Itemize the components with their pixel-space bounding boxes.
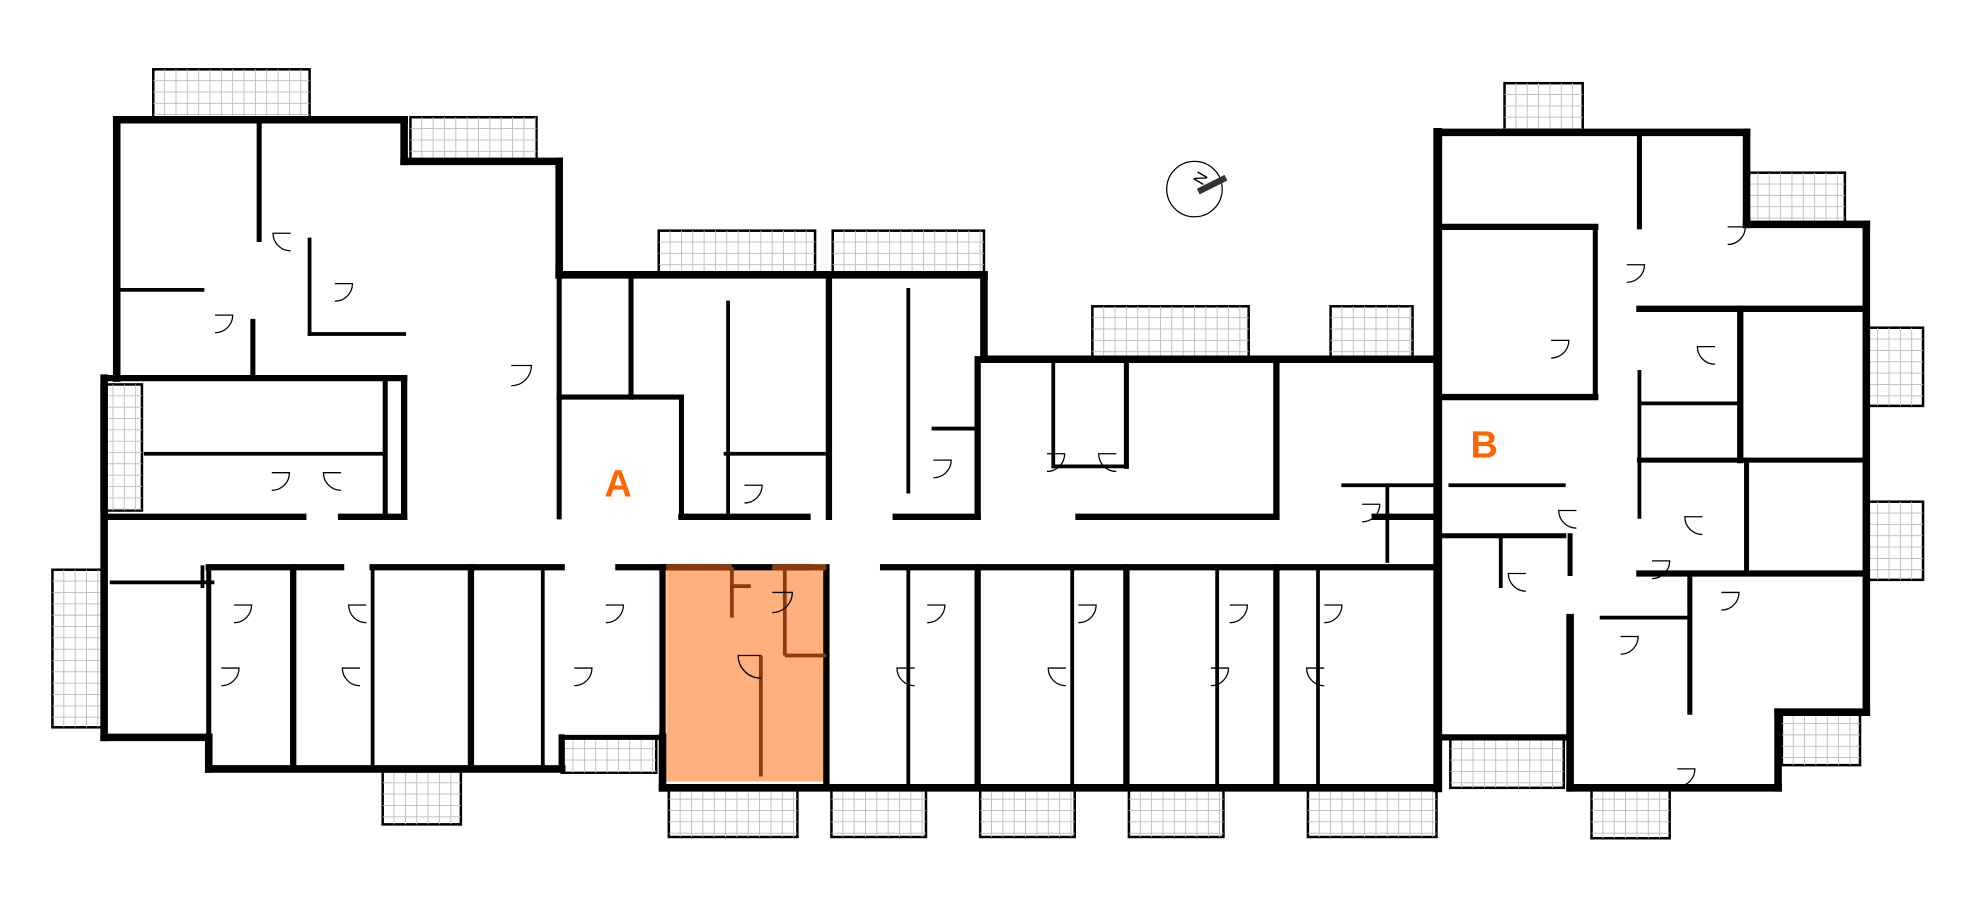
door-swing-icon [1721, 591, 1740, 611]
door-swing-icon [605, 604, 625, 624]
door-swing-icon [322, 472, 342, 491]
door-swing-icon [737, 654, 761, 679]
door-swing-icon [1046, 453, 1066, 473]
door-swing-icon [1324, 604, 1343, 624]
door-swing-icon [221, 667, 240, 687]
door-swing-icon [271, 472, 291, 491]
building-b-label: B [1471, 425, 1498, 467]
doors [215, 226, 1746, 788]
balcony [1306, 786, 1438, 839]
balcony [1745, 171, 1847, 226]
door-swing-icon [1677, 768, 1696, 788]
door-swing-icon [1210, 667, 1230, 687]
compass-circle [1166, 160, 1223, 218]
balcony [100, 383, 144, 512]
door-swing-icon [1684, 516, 1703, 536]
door-swing-icon [1551, 339, 1570, 359]
balcony [667, 786, 799, 839]
door-swing-icon [511, 364, 533, 387]
balcony [1590, 786, 1671, 840]
door-swing-icon [233, 604, 253, 624]
door-swing-icon [772, 591, 793, 614]
door-swing-icon [348, 604, 367, 624]
balcony [1865, 500, 1925, 582]
balcony [1449, 736, 1566, 790]
balcony [1091, 305, 1250, 361]
door-swing-icon [1362, 503, 1381, 523]
balcony [1329, 305, 1414, 361]
door-swing-icon [896, 667, 915, 687]
balcony [409, 115, 538, 163]
door-swing-icon [1651, 560, 1671, 580]
balconies [51, 68, 1925, 840]
door-swing-icon [215, 314, 234, 334]
balcony [560, 736, 658, 774]
door-swing-icon [1047, 667, 1066, 687]
balcony [831, 229, 986, 277]
balcony [381, 770, 463, 826]
balcony [1865, 326, 1925, 408]
door-swing-icon [744, 484, 763, 504]
balcony [830, 786, 928, 839]
door-swing-icon [1558, 509, 1577, 529]
door-swing-icon [1078, 604, 1097, 624]
door-swing-icon [341, 667, 361, 687]
door-swing-icon [574, 667, 593, 687]
highlighted-apartment-walls [666, 564, 827, 777]
door-swing-icon [1306, 667, 1325, 687]
door-swing-icon [1696, 346, 1716, 365]
balcony [1780, 710, 1862, 767]
balcony [978, 786, 1076, 839]
door-swing-icon [1626, 264, 1646, 283]
door-swing-icon [933, 459, 952, 479]
balcony [152, 68, 311, 122]
building-a-label: A [605, 464, 632, 506]
door-swing-icon [334, 282, 354, 302]
compass: N [1166, 160, 1228, 218]
door-swing-icon [927, 604, 946, 624]
door-swing-icon [1620, 635, 1639, 655]
balcony [51, 568, 107, 729]
walls [100, 115, 1871, 793]
balcony [1127, 786, 1225, 839]
north-arrow-icon [1196, 174, 1228, 195]
balcony [657, 229, 817, 277]
door-swing-icon [272, 232, 291, 252]
highlighted-apartment[interactable] [666, 567, 827, 782]
door-swing-icon [1098, 453, 1117, 473]
door-swing-icon [1507, 572, 1527, 592]
balcony [1503, 81, 1584, 133]
door-swing-icon [1229, 604, 1249, 624]
door-swing-icon [1727, 226, 1746, 246]
